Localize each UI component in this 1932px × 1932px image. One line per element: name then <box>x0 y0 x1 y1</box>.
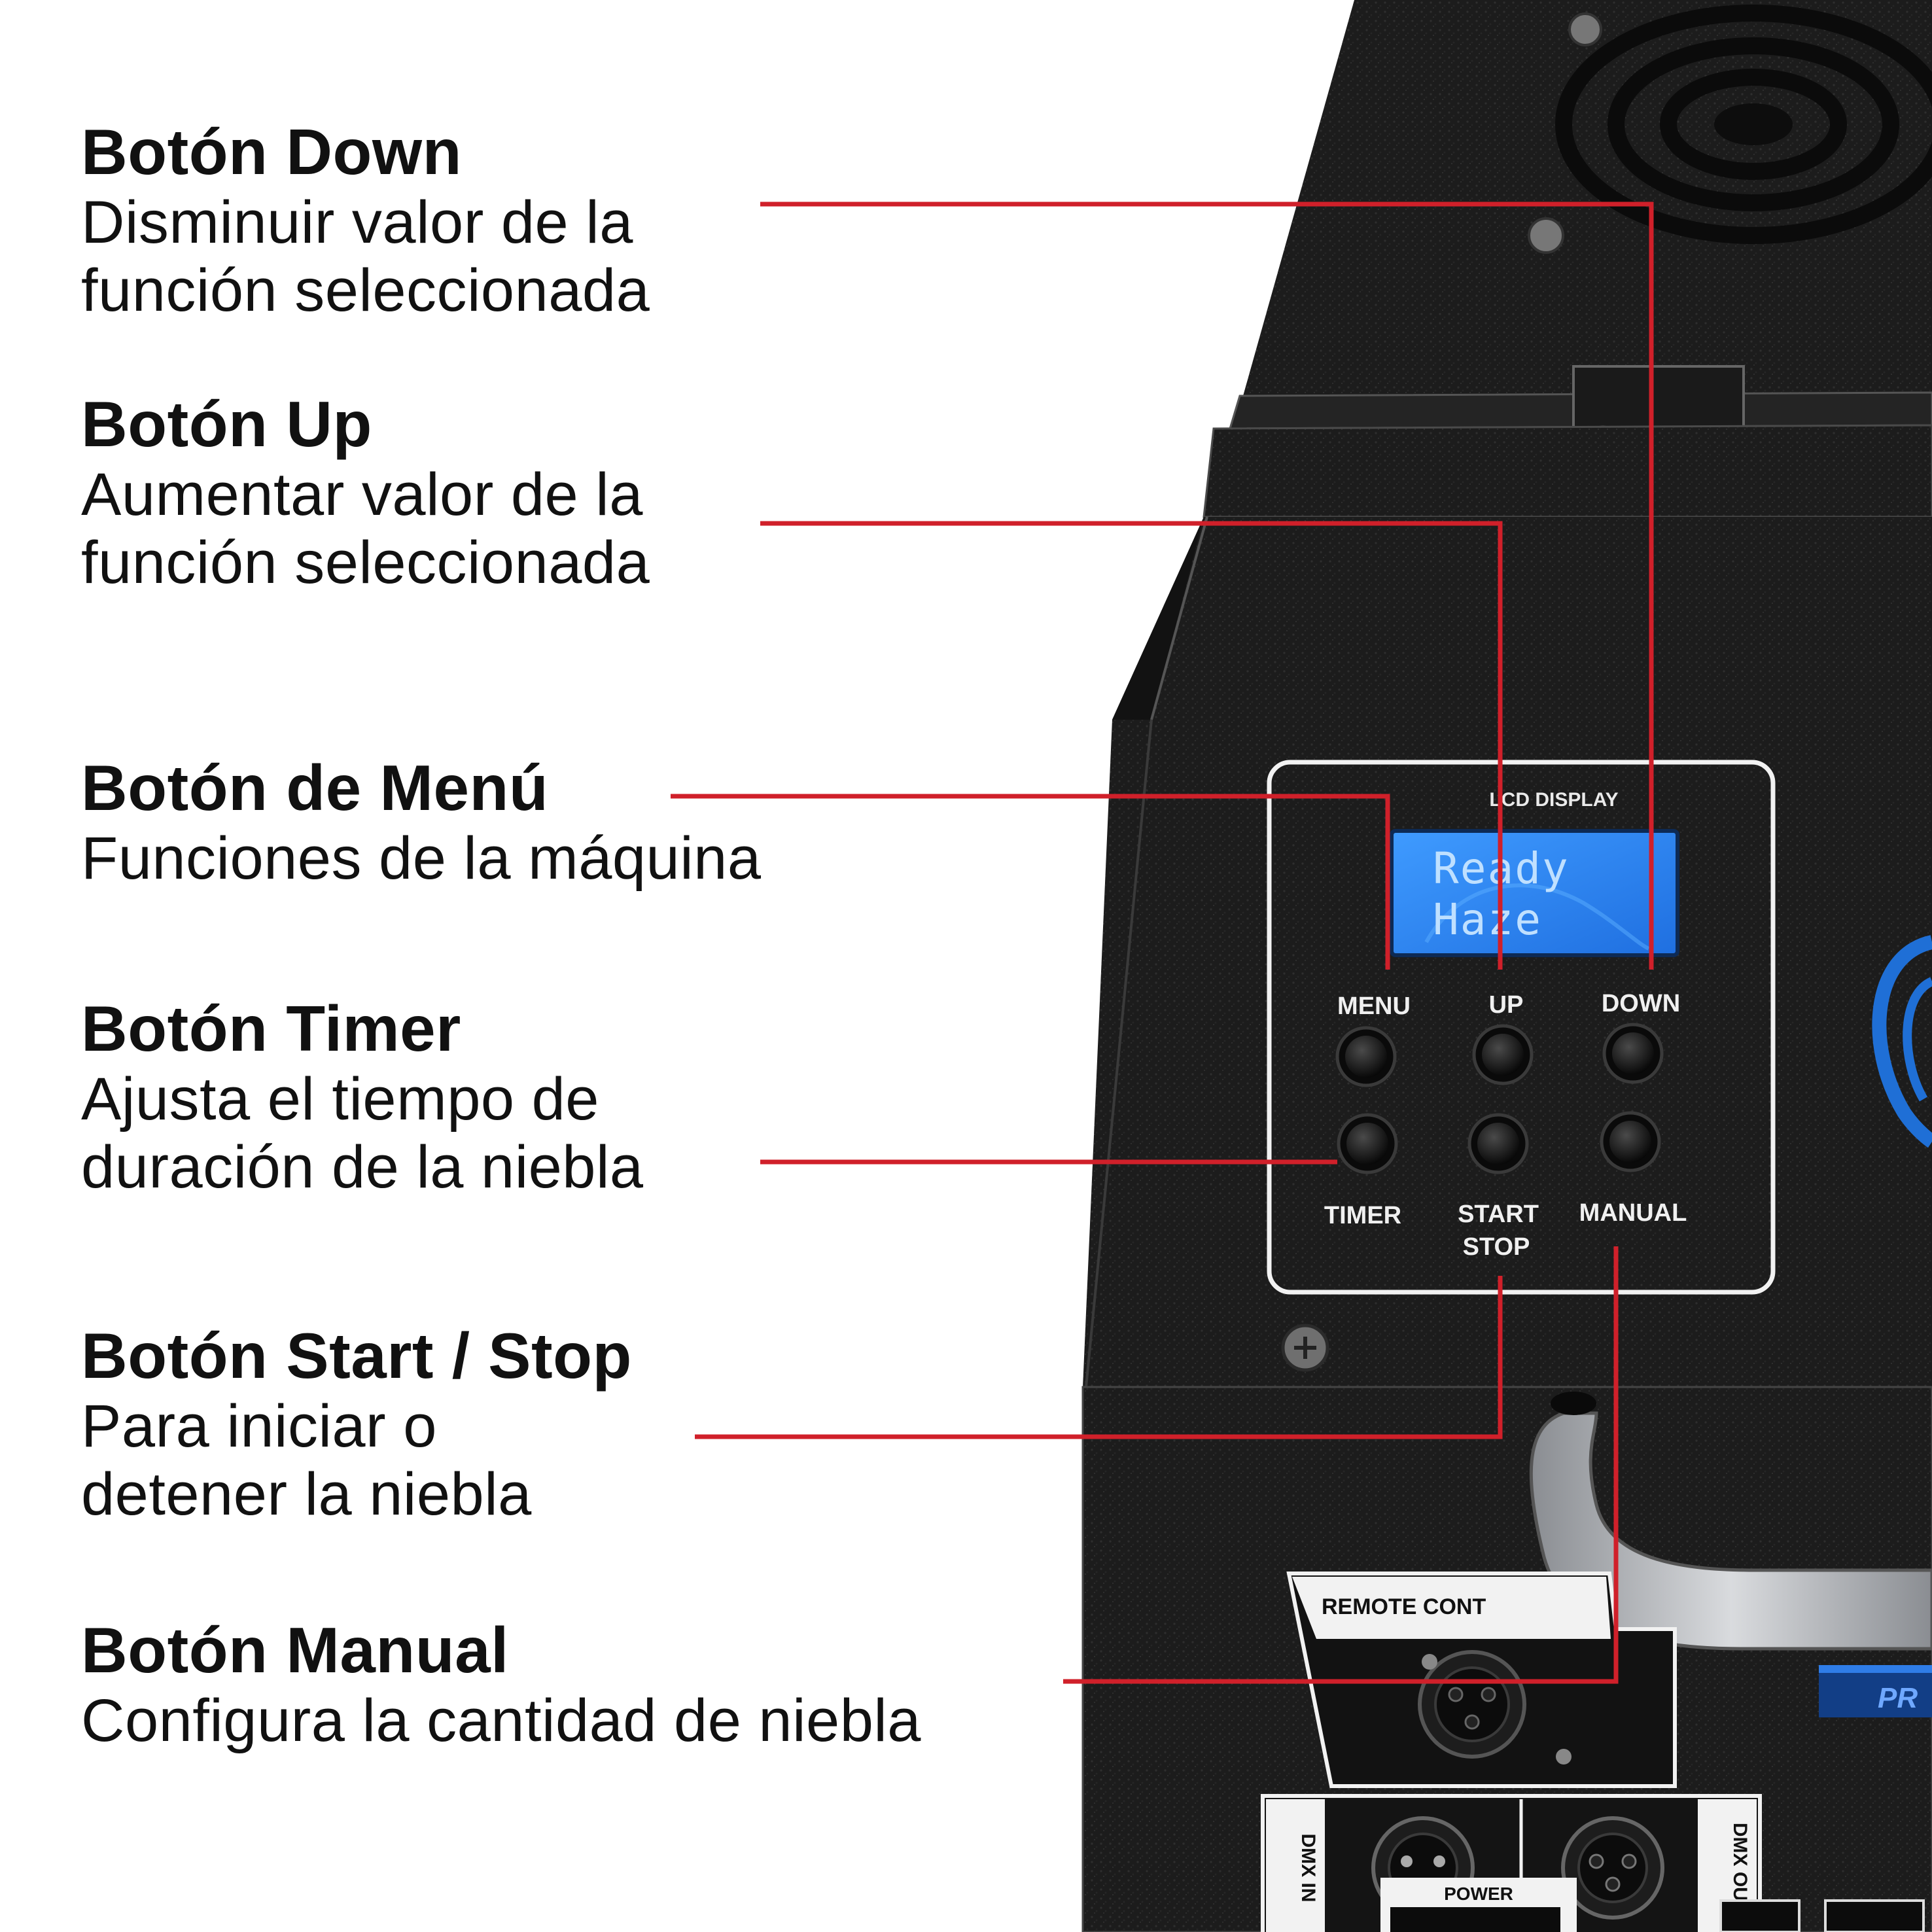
power-label: POWER <box>1444 1884 1513 1904</box>
menu-button[interactable] <box>1335 1026 1397 1087</box>
annotation-desc-line: función seleccionada <box>81 257 650 324</box>
dmx-out-connector[interactable] <box>1561 1816 1664 1920</box>
control-panel <box>1267 760 1776 1295</box>
power-switch[interactable] <box>1390 1907 1560 1932</box>
lcd-display-label: LCD DISPLAY <box>1489 789 1618 811</box>
timer-button-label: TIMER <box>1324 1202 1401 1229</box>
carry-handle[interactable] <box>1529 1411 1932 1651</box>
annotation-desc-line: Funciones de la máquina <box>81 825 762 892</box>
lcd-line-2: Haze <box>1433 894 1542 945</box>
leader-menu <box>671 794 1390 970</box>
annotation-timer: Botón Timer Ajusta el tiempo de duración… <box>81 992 644 1201</box>
down-button-label: DOWN <box>1602 990 1680 1017</box>
dmx-in-label: DMX IN <box>1297 1834 1319 1903</box>
leader-lines <box>671 202 1654 1684</box>
manual-button[interactable] <box>1600 1111 1661 1172</box>
down-button[interactable] <box>1602 1023 1664 1084</box>
brand-text: PR <box>1878 1682 1918 1714</box>
up-button[interactable] <box>1472 1024 1534 1085</box>
annotation-desc-line: Para iniciar o <box>81 1393 437 1460</box>
machine-top-lid <box>1243 0 1932 396</box>
annotation-title: Botón Timer <box>81 992 461 1064</box>
annotation-title: Botón Down <box>81 116 462 188</box>
screw <box>1568 12 1602 46</box>
leader-down <box>760 202 1654 970</box>
annotation-desc-line: Configura la cantidad de niebla <box>81 1687 921 1754</box>
up-button-label: UP <box>1489 991 1524 1019</box>
annotation-desc-line: Aumentar valor de la <box>81 461 643 528</box>
leader-start-stop <box>695 1276 1503 1439</box>
annotation-title: Botón Up <box>81 388 372 460</box>
annotation-title: Botón de Menú <box>81 752 549 824</box>
remote-control-label: REMOTE CONT <box>1322 1594 1486 1619</box>
annotation-title: Botón Start / Stop <box>81 1320 632 1392</box>
screw <box>1528 217 1564 254</box>
annotation-start-stop: Botón Start / Stop Para iniciar o detene… <box>81 1319 632 1528</box>
manual-button-label: MANUAL <box>1579 1199 1687 1227</box>
brand-strip <box>1819 1665 1932 1717</box>
annotation-desc-line: duración de la niebla <box>81 1134 644 1201</box>
stop-button-label: STOP <box>1463 1233 1530 1261</box>
leader-manual <box>1063 1246 1619 1684</box>
start-stop-button[interactable] <box>1467 1113 1529 1174</box>
lcd-screen <box>1390 829 1679 957</box>
start-button-label: START <box>1458 1201 1539 1228</box>
annotation-up: Botón Up Aumentar valor de la función se… <box>81 387 650 597</box>
annotation-desc-line: Ajusta el tiempo de <box>81 1066 599 1133</box>
annotation-title: Botón Manual <box>81 1614 509 1686</box>
menu-button-label: MENU <box>1337 992 1411 1020</box>
brand-logo <box>1872 935 1932 1148</box>
annotation-down: Botón Down Disminuir valor de la función… <box>81 115 650 325</box>
machine-side <box>1112 517 1204 720</box>
annotation-desc-line: Disminuir valor de la <box>81 189 633 256</box>
annotation-desc-line: detener la niebla <box>81 1461 532 1528</box>
machine-shoulder <box>1203 424 1932 518</box>
dmx-out-label: DMX OUT <box>1729 1823 1751 1913</box>
remote-connector[interactable] <box>1418 1650 1526 1759</box>
fan-grille <box>1555 5 1932 244</box>
timer-button[interactable] <box>1337 1113 1398 1174</box>
annotation-manual: Botón Manual Configura la cantidad de ni… <box>81 1613 921 1755</box>
annotation-menu: Botón de Menú Funciones de la máquina <box>81 751 762 892</box>
leader-up <box>760 521 1503 970</box>
annotation-desc-line: función seleccionada <box>81 529 650 596</box>
